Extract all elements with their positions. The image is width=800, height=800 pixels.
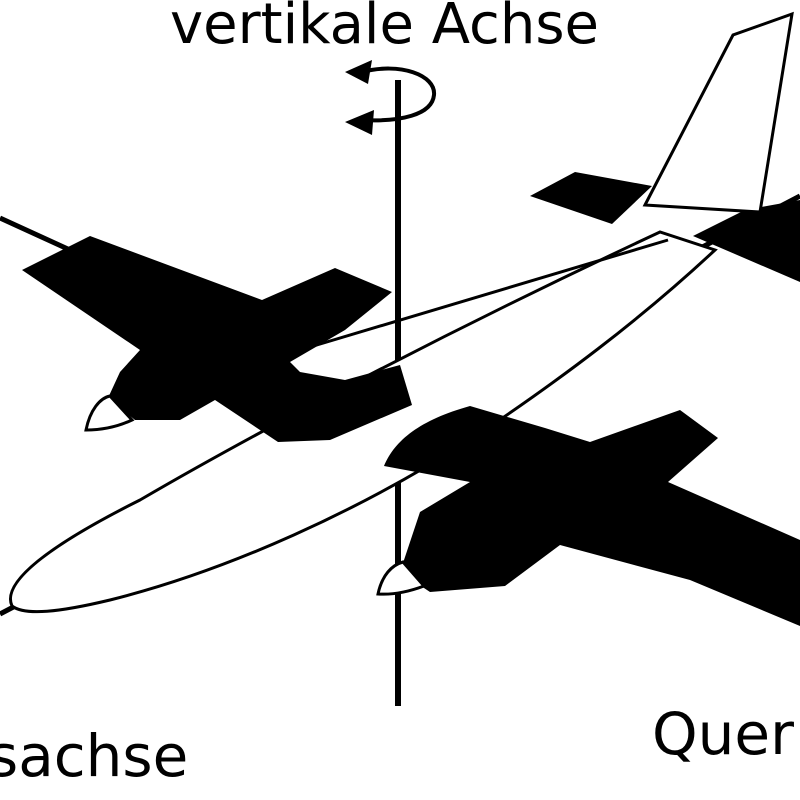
- right-engine-spinner: [376, 560, 427, 596]
- lateral-axis-label: Quer: [652, 700, 794, 768]
- vertical-axis-label: vertikale Achse: [170, 0, 599, 57]
- tail-fin: [642, 11, 794, 214]
- fuselage-crease: [299, 238, 669, 352]
- lateral-axis-line: [0, 215, 72, 253]
- right-wing: [384, 406, 800, 626]
- left-wing: [22, 236, 412, 442]
- right-stabilizer: [693, 200, 800, 282]
- longitudinal-axis-label: sachse: [0, 722, 189, 790]
- rotation-arrow-icon: [345, 60, 436, 135]
- left-stabilizer: [530, 172, 652, 224]
- left-engine-spinner: [84, 394, 135, 432]
